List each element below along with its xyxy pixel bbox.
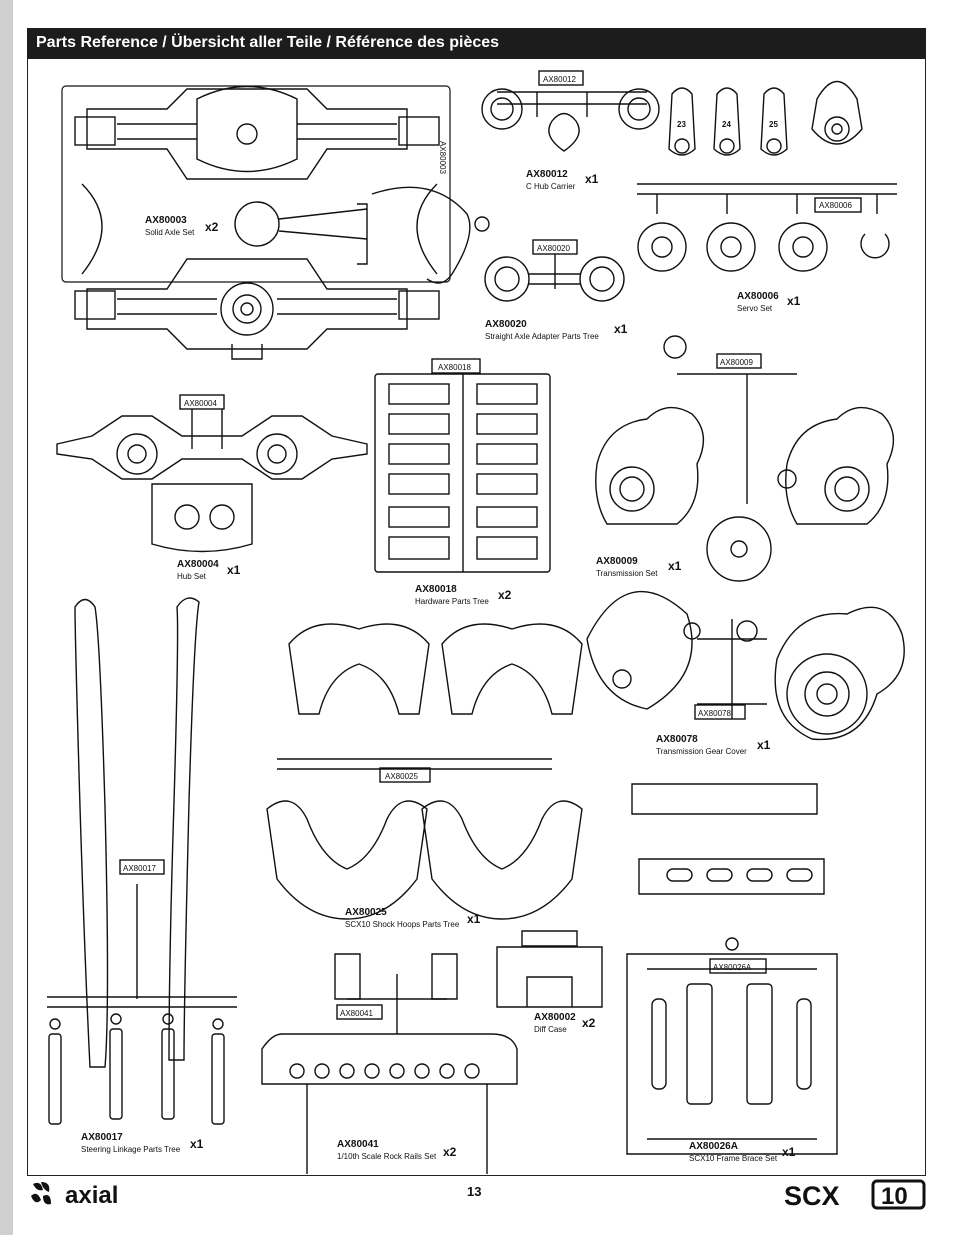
ax80025-drawing-tag: AX80025 [385,772,418,781]
frame-brace-set [626,783,838,1155]
hardware-parts-tree [374,358,551,573]
c-hub-carrier-sprue [481,70,660,152]
part-qty-ax80006: x1 [787,294,801,308]
part-label-ax80009: AX80009 Transmission Set [596,556,658,578]
part-label-ax80003: AX80003 Solid Axle Set [145,215,195,237]
servo-number-25: 25 [769,120,778,129]
part-label-ax80041: AX80041 1/10th Scale Rock Rails Set [337,1139,437,1161]
part-label-ax80026a: AX80026A SCX10 Frame Brace Set [689,1141,778,1163]
part-label-ax80018: AX80018 Hardware Parts Tree [415,584,489,606]
axial-logo: axial [31,1182,118,1209]
page-title: Parts Reference / Übersicht aller Teile … [36,34,500,51]
axial-wordmark: axial [65,1182,118,1209]
parts-drawing: AX80003 AX80012 23 24 25 AX80006 AX80020 [47,70,905,1174]
part-label-ax80006: AX80006 Servo Set [737,291,779,313]
ax80017-drawing-tag: AX80017 [123,864,156,873]
steering-linkage-sprue [47,597,237,1125]
part-qty-ax80026a: x1 [782,1145,796,1159]
part-qty-ax80020: x1 [614,322,628,336]
part-label-ax80004: AX80004 Hub Set [177,559,219,581]
ax80006-drawing-tag: AX80006 [819,201,852,210]
parts-frame [27,59,926,1176]
page-number: 13 [467,1184,482,1199]
part-qty-ax80078: x1 [757,738,771,752]
ax80026a-drawing-tag: AX80026A [713,963,752,972]
part-qty-ax80012: x1 [585,172,599,186]
part-label-ax80002: AX80002 Diff Case [534,1012,576,1034]
shock-hoops-sprue [266,623,583,920]
part-qty-ax80003: x2 [205,220,219,234]
ax80020-drawing-tag: AX80020 [537,244,570,253]
part-label-ax80078: AX80078 Transmission Gear Cover [656,734,747,756]
transmission-set-sprue [595,335,895,582]
ax80009-drawing-tag: AX80009 [720,358,753,367]
ax80041-drawing-tag: AX80041 [340,1009,373,1018]
diff-case [496,930,603,1008]
gear-cover-sprue [586,590,905,741]
part-qty-ax80041: x2 [443,1145,457,1159]
rock-rails-sprue [261,953,518,1174]
ax80004-drawing-tag: AX80004 [184,399,217,408]
page-header: Parts Reference / Übersicht aller Teile … [27,28,926,59]
page-edge-bar [0,0,13,1235]
part-qty-ax80009: x1 [668,559,682,573]
part-qty-ax80004: x1 [227,563,241,577]
scx-number: 10 [881,1183,908,1210]
part-label-ax80012: AX80012 C Hub Carrier [526,169,576,191]
part-qty-ax80002: x2 [582,1016,596,1030]
scx-wordmark: SCX [784,1181,840,1211]
axle-adapter-sprue [484,239,625,302]
part-label-ax80025: AX80025 SCX10 Shock Hoops Parts Tree [345,907,460,929]
part-label-ax80017: AX80017 Steering Linkage Parts Tree [81,1132,181,1154]
part-qty-ax80025: x1 [467,912,481,926]
hub-set-sprue [56,394,368,553]
part-qty-ax80017: x1 [190,1137,204,1151]
ax80078-drawing-tag: AX80078 [698,709,731,718]
part-label-ax80020: AX80020 Straight Axle Adapter Parts Tree [485,319,599,341]
axle-housing-top [61,85,451,283]
servo-number-24: 24 [722,120,731,129]
axle-brace-sprue [357,186,490,284]
servo-number-labels: 23 24 25 [677,120,778,129]
ax80012-drawing-tag: AX80012 [543,75,576,84]
servo-set-sprue [637,81,897,272]
ax80003-drawing-tag: AX80003 [438,141,447,174]
part-qty-ax80018: x2 [498,588,512,602]
ax80018-drawing-tag: AX80018 [438,363,471,372]
scx10-logo: SCX 10 [784,1179,926,1211]
axle-housing-bottom [74,183,440,360]
servo-number-23: 23 [677,120,686,129]
